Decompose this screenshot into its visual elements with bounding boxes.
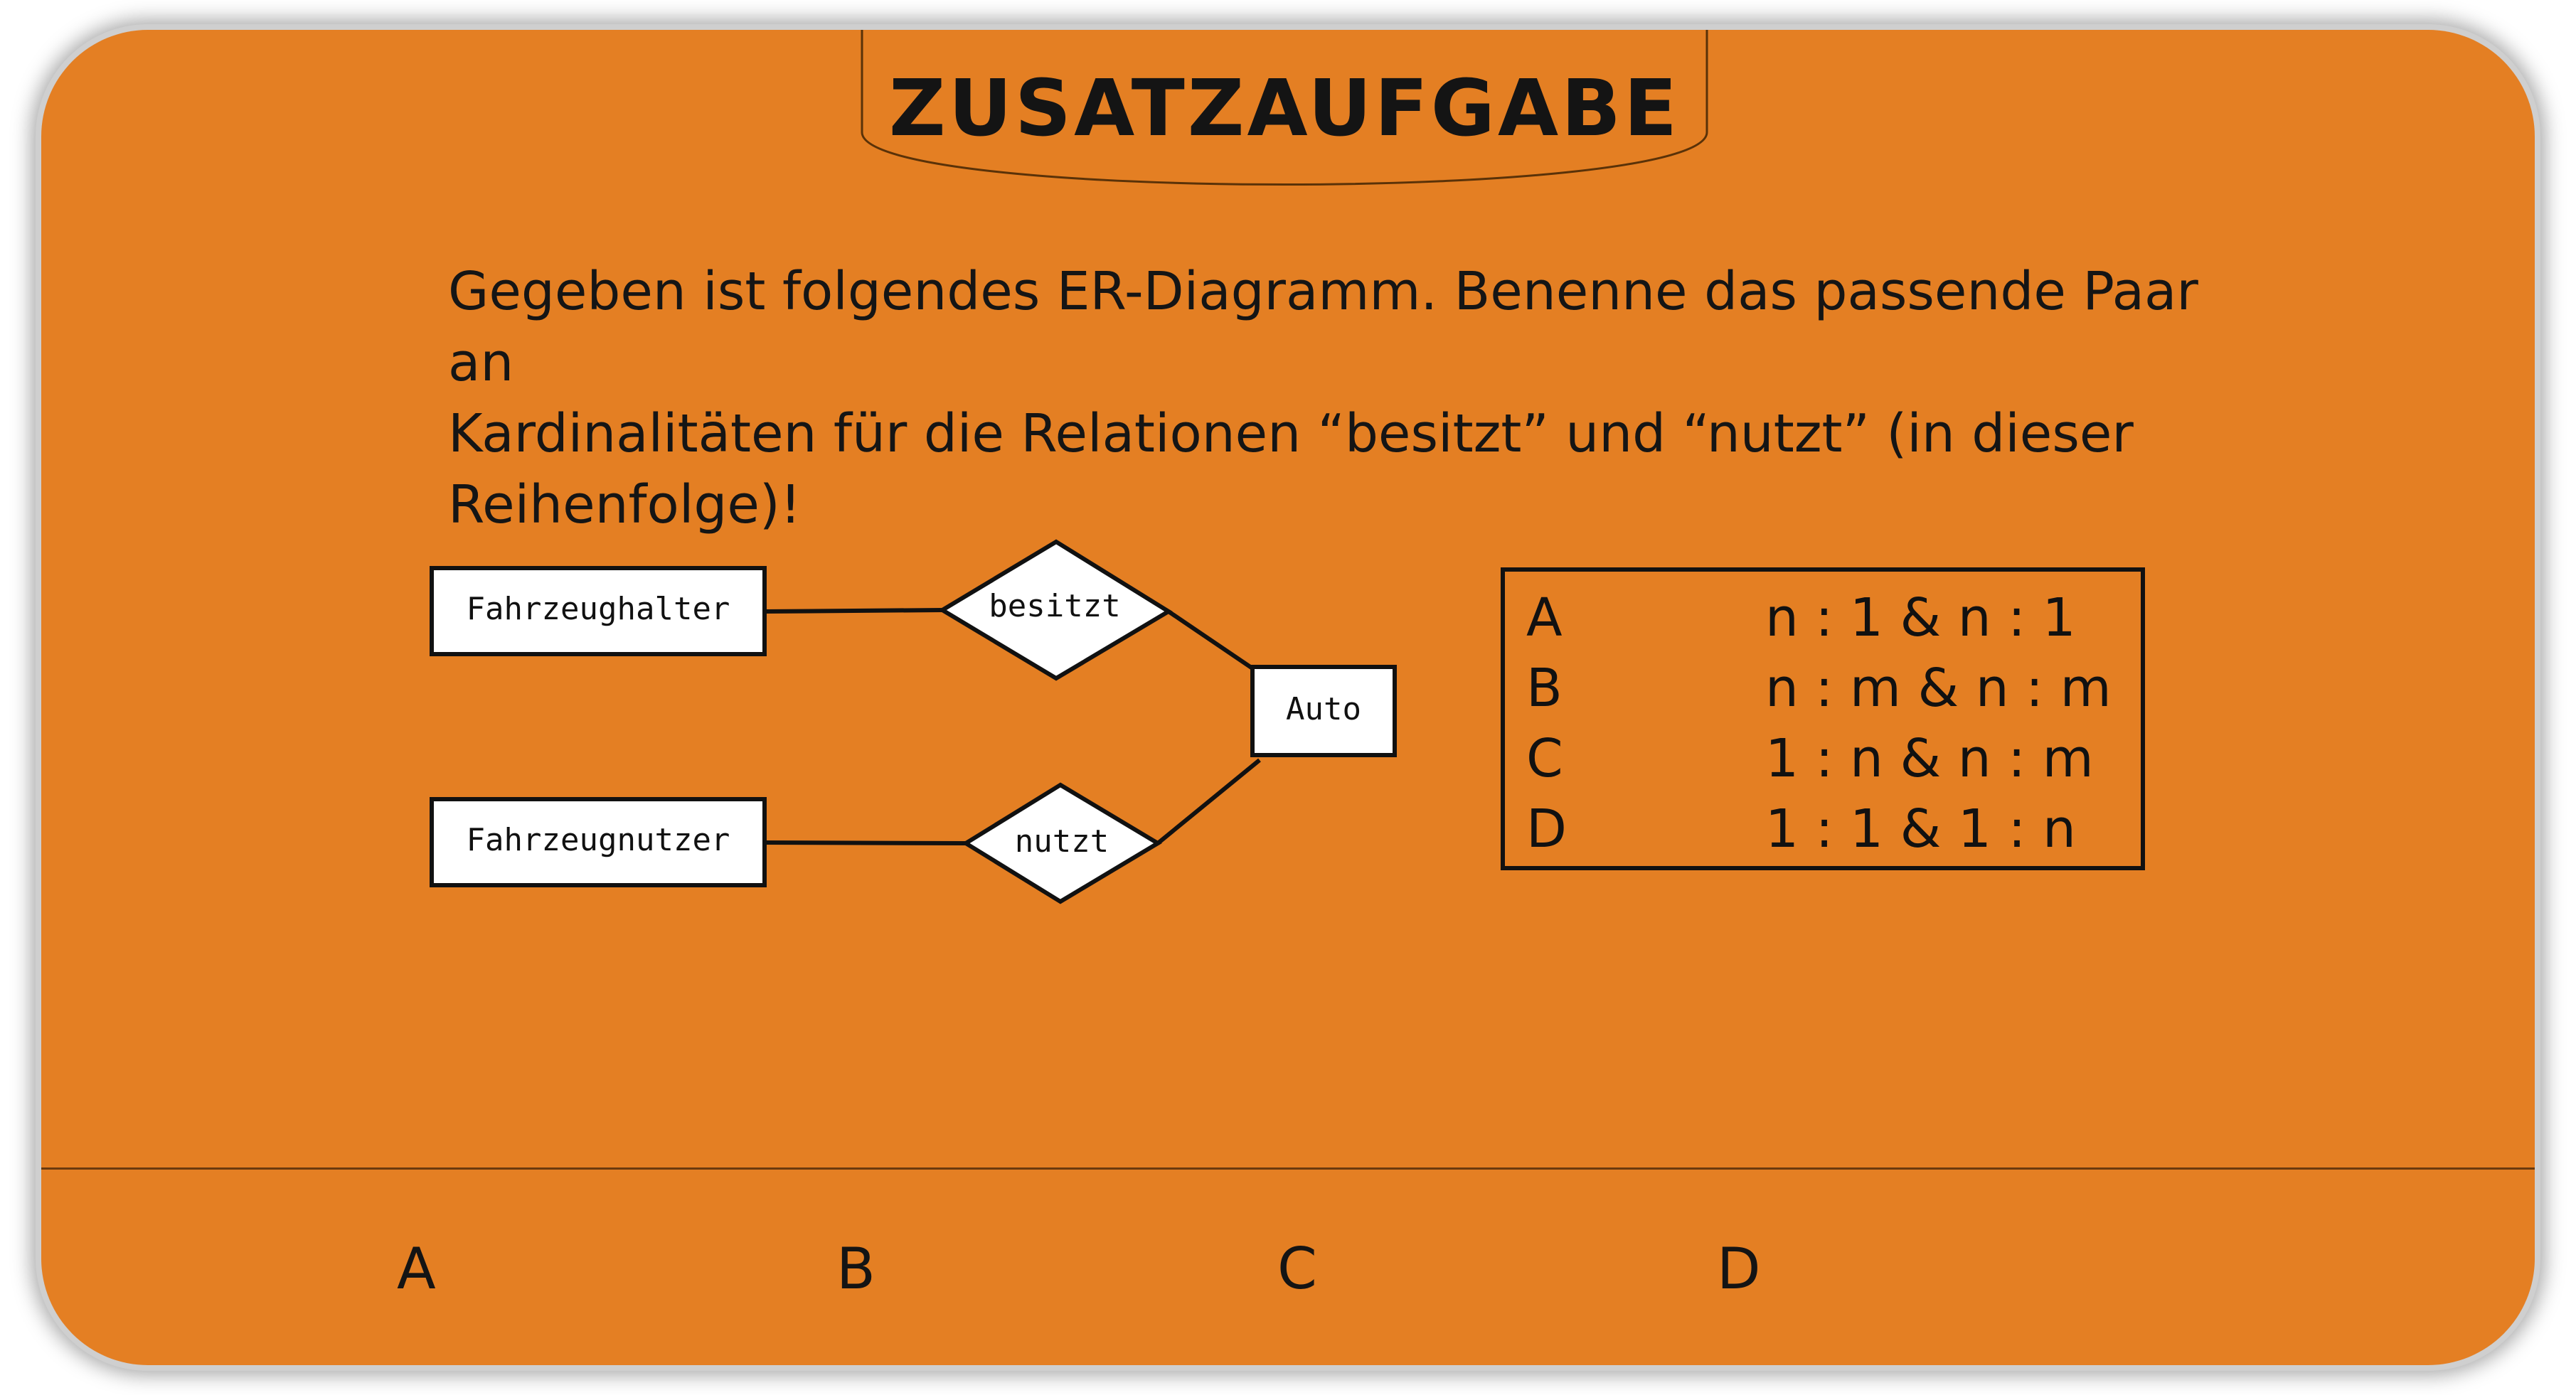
entity-label: Fahrzeughalter bbox=[467, 591, 730, 627]
option-row: C 1 : n & n : m bbox=[1505, 728, 2141, 799]
option-letter: B bbox=[1526, 658, 1563, 719]
question-text: Gegeben ist folgendes ER-Diagramm. Benen… bbox=[448, 256, 2226, 540]
answer-button-c[interactable]: C bbox=[1277, 1236, 1317, 1302]
option-letter: D bbox=[1526, 798, 1567, 860]
option-letter: A bbox=[1526, 587, 1563, 648]
option-value: 1 : n & n : m bbox=[1765, 728, 2094, 789]
answer-divider bbox=[41, 1167, 2535, 1170]
entity-label: Fahrzeugnutzer bbox=[467, 822, 730, 858]
title-tab bbox=[861, 30, 1708, 186]
entity-label: Auto bbox=[1286, 691, 1361, 727]
option-value: 1 : 1 & 1 : n bbox=[1765, 798, 2076, 860]
answer-button-a[interactable]: A bbox=[397, 1236, 436, 1302]
quiz-card: ZUSATZAUFGABE Gegeben ist folgendes ER-D… bbox=[41, 30, 2535, 1365]
option-row: D 1 : 1 & 1 : n bbox=[1505, 798, 2141, 870]
question-line: Kardinalitäten für die Relationen “besit… bbox=[448, 403, 2134, 464]
relation-label: nutzt bbox=[1015, 823, 1109, 860]
option-letter: C bbox=[1526, 728, 1563, 789]
page-title: ZUSATZAUFGABE bbox=[888, 63, 1681, 154]
question-line: Gegeben ist folgendes ER-Diagramm. Benen… bbox=[448, 261, 2198, 393]
answer-button-b[interactable]: B bbox=[836, 1236, 875, 1302]
connector-line bbox=[764, 608, 943, 614]
option-value: n : 1 & n : 1 bbox=[1765, 587, 2076, 648]
options-box: A n : 1 & n : 1 B n : m & n : m C 1 : n … bbox=[1501, 567, 2145, 870]
entity-auto: Auto bbox=[1250, 665, 1397, 757]
er-diagram: Fahrzeughalter Fahrzeugnutzer Auto besit… bbox=[430, 539, 1397, 904]
option-row: B n : m & n : m bbox=[1505, 658, 2141, 729]
relation-label: besitzt bbox=[989, 588, 1120, 624]
question-line: Reihenfolge)! bbox=[448, 474, 802, 535]
answer-button-d[interactable]: D bbox=[1717, 1236, 1761, 1302]
option-row: A n : 1 & n : 1 bbox=[1505, 587, 2141, 658]
entity-fahrzeugnutzer: Fahrzeugnutzer bbox=[430, 797, 767, 887]
relation-nutzt: nutzt bbox=[962, 782, 1162, 904]
connector-line bbox=[1156, 758, 1261, 845]
connector-line bbox=[1167, 609, 1254, 670]
relation-besitzt: besitzt bbox=[938, 539, 1173, 681]
entity-fahrzeughalter: Fahrzeughalter bbox=[430, 566, 767, 656]
option-value: n : m & n : m bbox=[1765, 658, 2112, 719]
